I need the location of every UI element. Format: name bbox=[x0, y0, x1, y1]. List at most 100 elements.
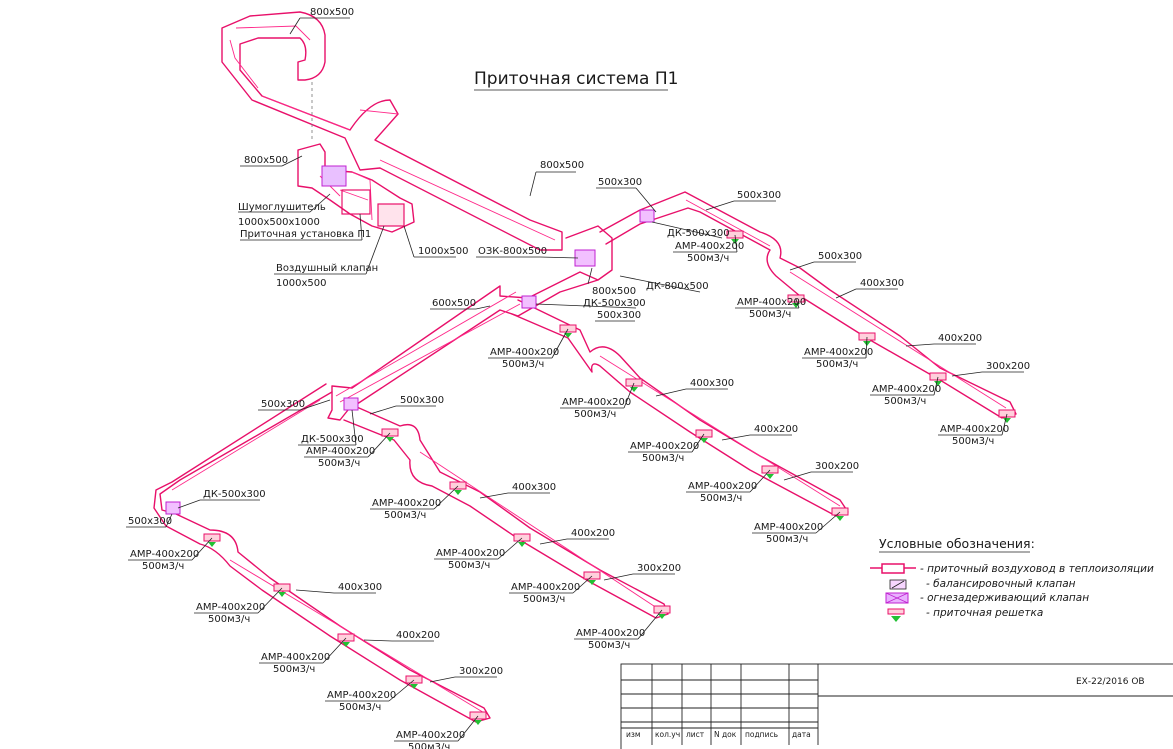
grille-arrow bbox=[454, 490, 462, 495]
grille-name: АМР-400x200 bbox=[630, 441, 699, 452]
label-silencer: Шумоглушитель bbox=[238, 202, 326, 213]
grille-leader bbox=[795, 298, 800, 309]
grille-flow: 500м3/ч bbox=[273, 664, 315, 675]
label-dk500x300-l2: ДК-500x300 bbox=[203, 489, 266, 500]
grille-body bbox=[405, 675, 423, 684]
grille-flow: 500м3/ч bbox=[642, 453, 684, 464]
grille-name: АМР-400x200 bbox=[675, 241, 744, 252]
lead bbox=[365, 225, 385, 275]
duct-right-inner bbox=[685, 199, 1007, 409]
balancing-damper-mid bbox=[343, 397, 359, 411]
label-500x300-l2: 500x300 bbox=[400, 395, 444, 406]
tb-col-data: дата bbox=[792, 730, 811, 739]
tb-col-kolvo: кол.уч bbox=[655, 730, 680, 739]
lead bbox=[475, 305, 491, 310]
lead bbox=[403, 225, 415, 258]
grille-arrow bbox=[934, 381, 942, 386]
grille-body bbox=[695, 429, 713, 438]
label-800x500-c: 800x500 bbox=[592, 286, 636, 297]
label-400x200-l: 400x200 bbox=[396, 630, 440, 641]
lead bbox=[705, 200, 735, 211]
grille-arrow bbox=[342, 642, 350, 647]
legend-balancing-slash bbox=[891, 580, 905, 589]
grille-leader bbox=[433, 485, 459, 510]
lead bbox=[309, 193, 331, 213]
grille-arrow bbox=[410, 684, 418, 689]
grille-name: АМР-400x200 bbox=[327, 690, 396, 701]
lead bbox=[951, 371, 983, 377]
grille-leader bbox=[691, 433, 705, 453]
label-air-valve-size: 1000x500 bbox=[276, 278, 326, 289]
grille-arrow bbox=[386, 437, 394, 442]
silencer-box bbox=[321, 165, 347, 187]
grille-flow: 500м3/ч bbox=[318, 458, 360, 469]
legend-item-fire-damper: - огнезадерживающий клапан bbox=[920, 592, 1089, 604]
lead bbox=[905, 343, 935, 347]
label-500x300-r1: 500x300 bbox=[598, 177, 642, 188]
grille-flow: 500м3/ч bbox=[687, 253, 729, 264]
label-400x300-r: 400x300 bbox=[860, 278, 904, 289]
label-300x200-l: 300x200 bbox=[459, 666, 503, 677]
label-dk500x300-c: ДК-500x300 bbox=[583, 298, 646, 309]
lead bbox=[363, 639, 393, 642]
grille-body bbox=[929, 372, 947, 381]
lead bbox=[539, 538, 568, 545]
balancing-damper-center bbox=[521, 295, 537, 309]
grille-name: АМР-400x200 bbox=[940, 424, 1009, 435]
label-500x300-l1: 500x300 bbox=[261, 399, 305, 410]
duct-network bbox=[153, 11, 1017, 723]
grille-flow: 500м3/ч bbox=[448, 560, 490, 571]
label-1000x500: 1000x500 bbox=[418, 246, 468, 257]
legend-grille-arrow bbox=[891, 616, 901, 622]
supply-unit-box bbox=[341, 189, 371, 215]
grille-arrow bbox=[1003, 418, 1011, 423]
label-500x300-l3: 500x300 bbox=[128, 516, 172, 527]
label-600x500: 600x500 bbox=[432, 298, 476, 309]
grille-body bbox=[583, 571, 601, 580]
lead bbox=[351, 409, 357, 446]
lead bbox=[479, 492, 509, 499]
label-ozk: ОЗК-800x500 bbox=[478, 246, 547, 257]
grille-leader bbox=[257, 587, 283, 614]
lead bbox=[651, 221, 723, 239]
grille-arrow bbox=[588, 580, 596, 585]
lead bbox=[539, 256, 579, 259]
grille-leader bbox=[623, 382, 635, 409]
grille-flow: 500м3/ч bbox=[502, 359, 544, 370]
label-800x500-mid: 800x500 bbox=[540, 160, 584, 171]
grille-leader bbox=[388, 679, 415, 702]
air-valve-box bbox=[377, 203, 405, 227]
label-400x200-b2: 400x200 bbox=[571, 528, 615, 539]
lead bbox=[721, 434, 751, 441]
duct-main-trunk-inner bbox=[335, 291, 521, 403]
label-400x300-l: 400x300 bbox=[338, 582, 382, 593]
label-500x300-r3: 500x300 bbox=[818, 251, 862, 262]
lead bbox=[789, 261, 815, 271]
grille-arrow bbox=[518, 542, 526, 547]
legend-item-duct: - приточный воздуховод в теплоизоляции bbox=[920, 563, 1154, 575]
label-dk500x300-r: ДК-500x300 bbox=[667, 228, 730, 239]
grille-flow: 500м3/ч bbox=[884, 396, 926, 407]
label-dk800x500: ДК-800x500 bbox=[646, 281, 709, 292]
lead bbox=[619, 275, 701, 293]
grille-body bbox=[273, 583, 291, 592]
lead bbox=[587, 267, 593, 285]
label-500x300-c: 500x300 bbox=[597, 310, 641, 321]
label-300x200-r: 300x200 bbox=[986, 361, 1030, 372]
grille-body bbox=[449, 481, 467, 490]
grille-leader bbox=[637, 609, 663, 640]
tb-col-izm: изм bbox=[626, 730, 641, 739]
grille-name: АМР-400x200 bbox=[306, 446, 375, 457]
label-400x200-r: 400x200 bbox=[938, 333, 982, 344]
